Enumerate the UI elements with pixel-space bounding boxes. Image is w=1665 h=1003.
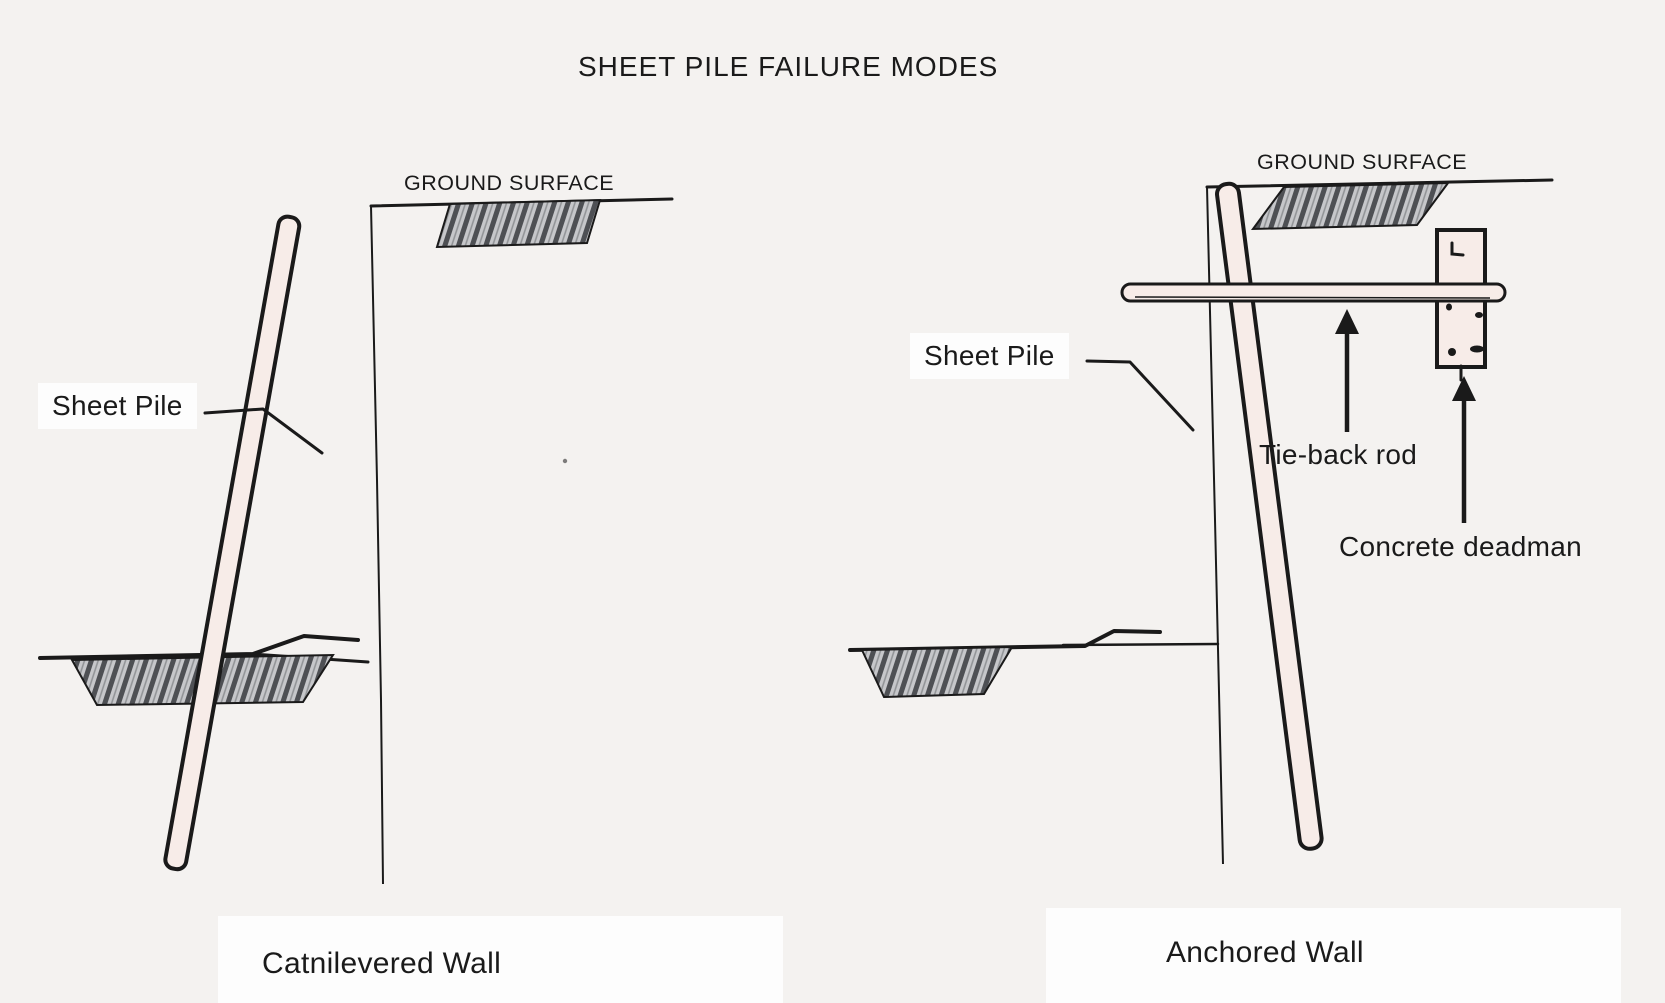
deadman-dot xyxy=(1446,303,1452,311)
sheet-pile-anchored xyxy=(1215,181,1324,851)
diagram-title: SHEET PILE FAILURE MODES xyxy=(578,51,999,82)
stray-mark xyxy=(562,458,568,464)
sheet-pile-cantilevered xyxy=(163,214,302,872)
concrete-deadman xyxy=(1435,228,1487,382)
ground-hatch xyxy=(1250,181,1451,231)
caption-background-left xyxy=(218,916,783,1003)
caption-cantilevered-wall: Catnilevered Wall xyxy=(262,947,502,980)
ground-surface-label-right: GROUND SURFACE xyxy=(1257,150,1468,174)
original-pile-position-line xyxy=(370,205,384,885)
sheet-pile-leader-line xyxy=(1085,359,1195,432)
cantilevered-wall-figure xyxy=(38,197,674,885)
deadman-dot xyxy=(1475,312,1483,318)
deadman-mark xyxy=(1446,364,1476,382)
concrete-deadman-label: Concrete deadman xyxy=(1339,531,1582,562)
caption-anchored-wall: Anchored Wall xyxy=(1166,936,1364,969)
sheet-pile-label-left: Sheet Pile xyxy=(38,383,197,430)
sheet-pile-leader-line xyxy=(203,407,324,455)
tie-back-rod-arrow xyxy=(1335,309,1359,432)
tie-back-rod xyxy=(1120,282,1507,303)
sheet-pile-label-right: Sheet Pile xyxy=(910,333,1069,380)
rod-inner-line xyxy=(1134,296,1491,299)
deadman-dot xyxy=(1448,348,1456,356)
anchored-wall-figure xyxy=(848,178,1554,865)
tie-back-rod-label: Tie-back rod xyxy=(1259,439,1418,470)
caption-background-right xyxy=(1046,908,1621,1003)
ground-surface-line xyxy=(1205,178,1554,189)
ground-hatch xyxy=(435,198,602,249)
concrete-deadman-arrow xyxy=(1452,376,1476,523)
deadman-mark xyxy=(1450,241,1465,257)
deadman-dot xyxy=(1470,345,1484,353)
ground-surface-label-left: GROUND SURFACE xyxy=(404,171,615,195)
dredge-hatch xyxy=(860,645,1014,699)
dredge-line xyxy=(38,634,360,660)
